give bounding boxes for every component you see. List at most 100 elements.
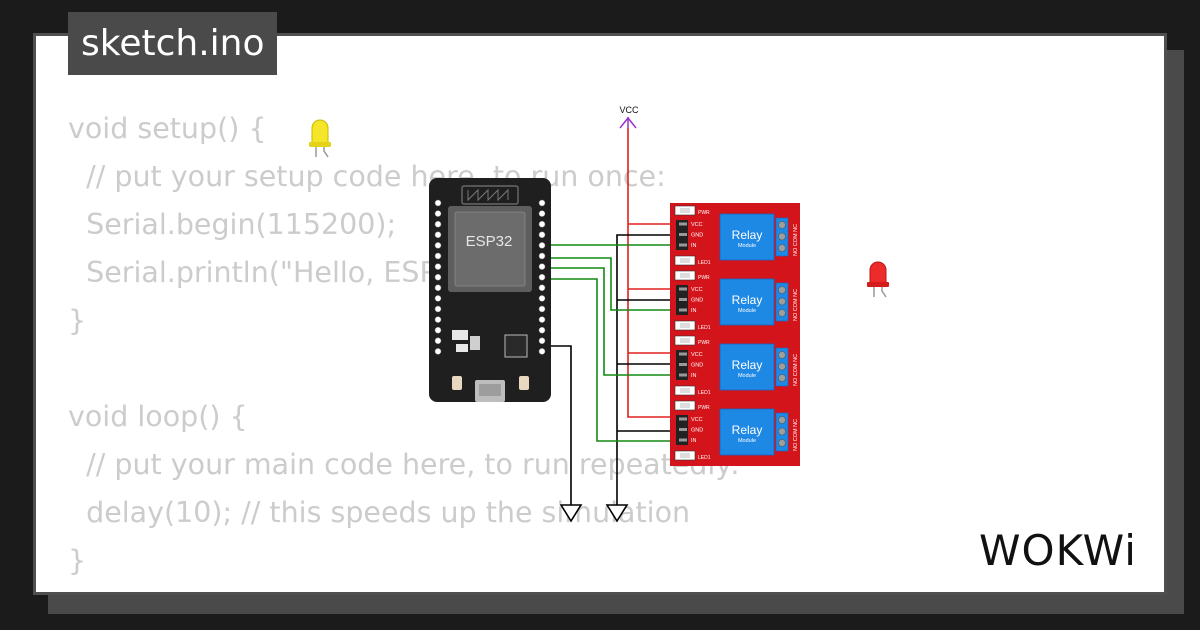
code-line: void setup() { [68,112,267,145]
header-pin [538,242,546,249]
esp32-board[interactable]: ESP32 [429,178,551,402]
relay-title: Relay [732,423,763,437]
relay-pin[interactable] [679,243,687,247]
contacts-label: NO COM NC [793,289,799,321]
screw-terminal[interactable] [778,309,786,317]
relay-pin[interactable] [679,287,687,291]
header-pin [538,199,546,207]
header-pin [538,220,546,228]
sketch-file-tab[interactable]: sketch.ino [68,12,278,75]
screw-terminal[interactable] [778,297,786,306]
header-pin [434,252,442,260]
left-header-pins [434,199,442,355]
screw-terminal[interactable] [778,221,786,229]
header-pin [434,337,442,345]
header-pin [538,326,546,334]
ground-symbol [605,504,629,523]
relay-pin-label: IN [691,438,697,444]
relay-block [719,408,775,456]
code-line: void loop() { [68,400,248,433]
code-line: } [68,304,87,337]
header-pin [538,337,546,345]
header-pin [434,210,442,217]
header-pin [434,305,442,313]
relay-pin[interactable] [679,308,687,312]
vcc-symbol: VCC [619,105,639,129]
screw-terminal[interactable] [778,362,786,371]
relay-subtitle: Module [738,308,756,314]
relay-pin-label: GND [691,233,703,239]
screw-terminal[interactable] [778,351,786,359]
header-pin [538,231,546,239]
screw-terminal[interactable] [778,416,786,424]
relay-pin-label: IN [691,373,697,379]
contacts-label: NO COM NC [793,354,799,386]
header-pin [538,284,546,292]
header-pin [538,295,546,302]
right-header-pins [538,199,546,355]
relay-subtitle: Module [738,438,756,444]
relay-pin-label: VCC [691,222,703,228]
screw-terminal[interactable] [778,427,786,436]
relay-pin[interactable] [679,417,687,421]
relay-pin-label: IN [691,308,697,314]
header-pin [538,252,546,260]
relay-title: Relay [732,358,763,372]
relay-title: Relay [732,293,763,307]
vcc-label: VCC [619,105,639,115]
code-area: void setup() { // put your setup code he… [33,33,1167,595]
screw-terminal[interactable] [778,232,786,241]
yellow-led[interactable] [309,119,331,158]
header-pin [434,273,442,281]
code-line: Serial.begin(115200); [68,208,397,241]
header-pin [538,273,546,281]
header-pin [538,348,546,355]
relay-pin[interactable] [679,363,687,366]
code-text: void setup() { // put your setup code he… [68,105,740,585]
relay-pin-label: VCC [691,417,703,423]
header-pin [434,199,442,207]
pwr-label: PWR [698,340,710,346]
red-led[interactable] [867,261,889,298]
relay-pin[interactable] [679,373,687,377]
relay-pin[interactable] [679,222,687,226]
wokwi-logo: WOKWi [979,526,1137,575]
pwr-label: PWR [698,210,710,216]
signal-wires [541,244,680,442]
contacts-label: NO COM NC [793,224,799,256]
relay-pin[interactable] [679,352,687,356]
screw-terminal[interactable] [778,439,786,447]
relay-subtitle: Module [738,243,756,249]
relay-pin[interactable] [679,298,687,301]
relay-block [719,278,775,326]
code-line: } [68,544,87,577]
relay-pin-label: GND [691,428,703,434]
header-pin [434,284,442,292]
header-pin [434,263,442,270]
relay-pin[interactable] [679,438,687,442]
relay-pin-label: VCC [691,287,703,293]
relay-block [719,213,775,261]
relay-pin-label: VCC [691,352,703,358]
screw-terminal[interactable] [778,286,786,294]
relay-title: Relay [732,228,763,242]
relay-pin[interactable] [679,428,687,431]
header-pin [434,242,442,249]
header-pin [434,220,442,228]
relay-pin-label: GND [691,363,703,369]
code-line: // put your setup code here, to run once… [68,160,666,193]
screw-terminal[interactable] [778,374,786,382]
relay-block [719,343,775,391]
header-pin [538,263,546,270]
relay-pin[interactable] [679,233,687,236]
header-pin [434,348,442,355]
screw-terminal[interactable] [778,244,786,252]
preview-card [33,33,1167,595]
gnd-wires [541,234,680,505]
